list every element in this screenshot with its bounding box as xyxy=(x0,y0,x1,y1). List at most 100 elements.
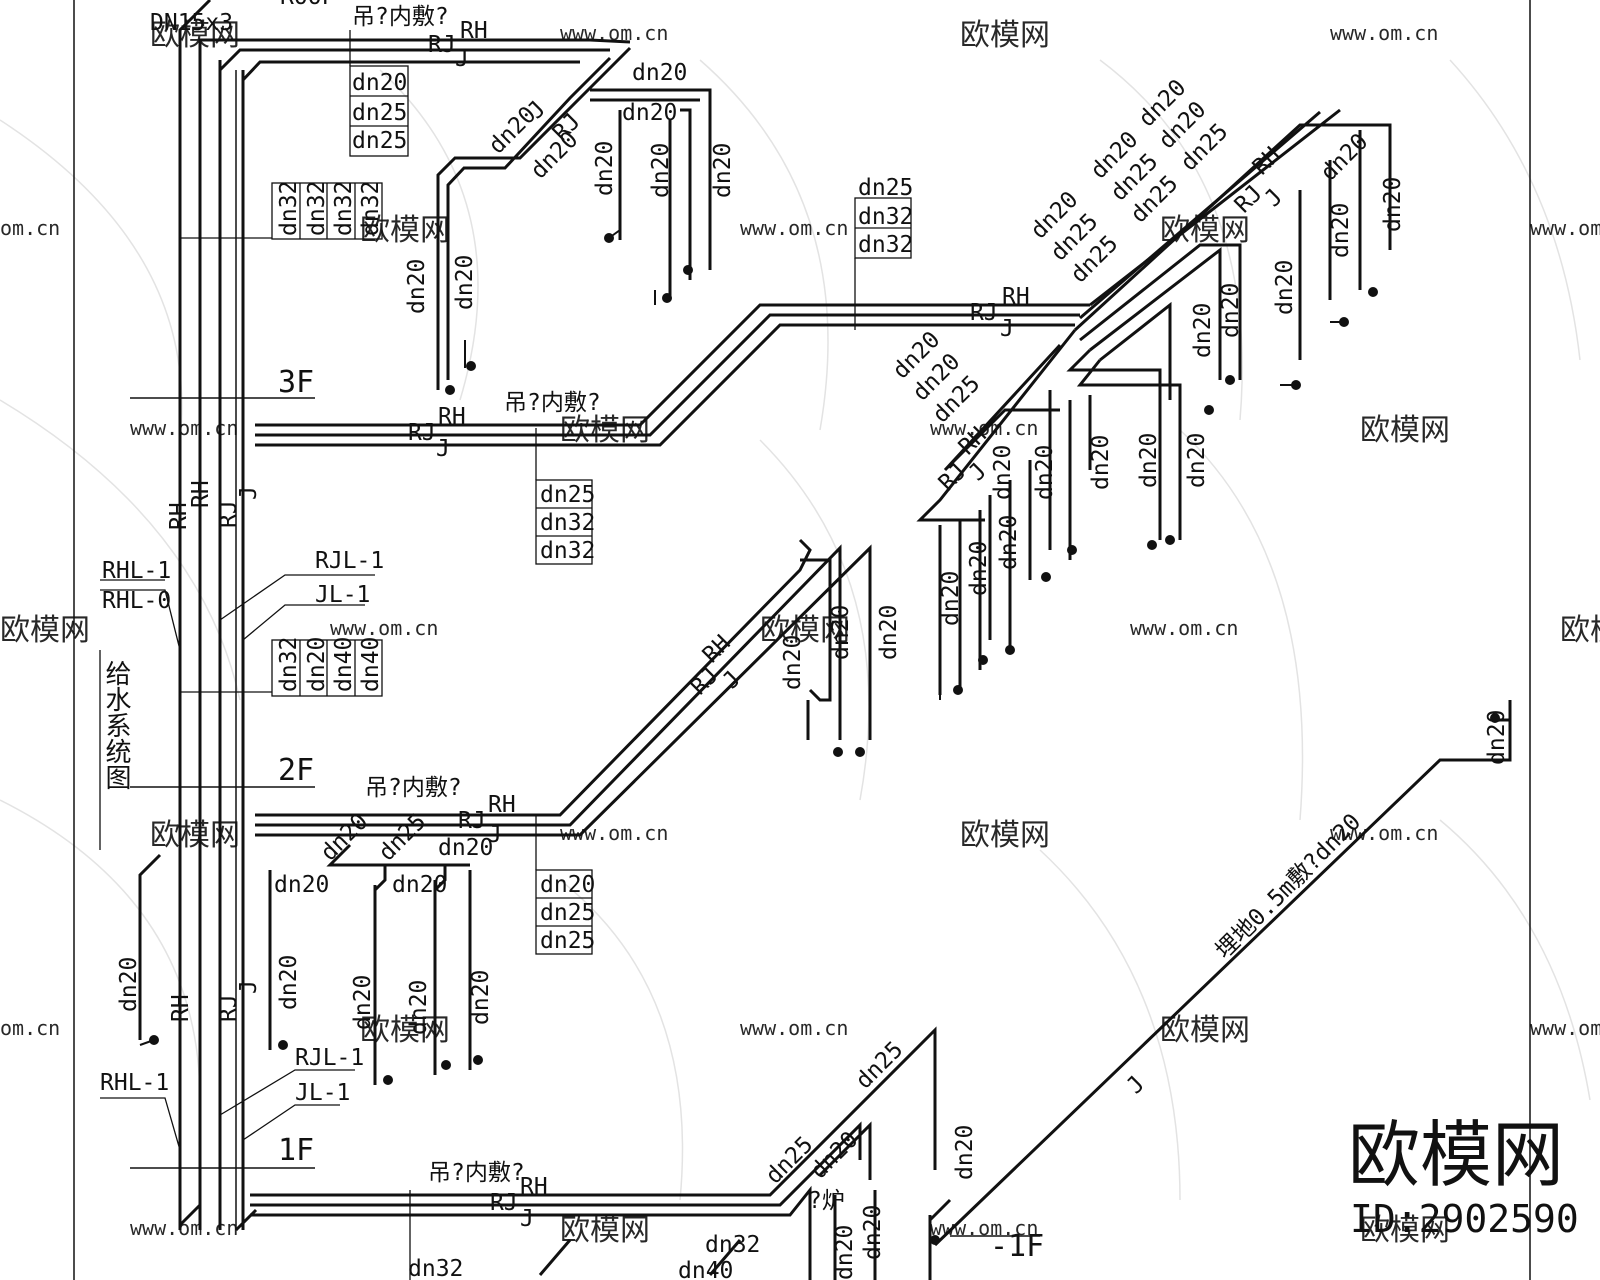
size-dn32: dn32 xyxy=(408,1256,463,1280)
size-dn20: dn20 xyxy=(304,637,330,692)
size-dn20: dn20 xyxy=(316,809,374,867)
code-j: J xyxy=(236,486,262,500)
watermark-url: www.om.cn xyxy=(560,821,668,845)
leader-lines xyxy=(99,574,375,1151)
code-j: J xyxy=(1122,1071,1150,1099)
size-dn32: dn32 xyxy=(304,181,330,236)
size-dn32: dn32 xyxy=(705,1232,760,1258)
size-dn20: dn20 xyxy=(832,1225,858,1280)
brand-stamp-id: ID:2902590 xyxy=(1350,1197,1579,1241)
size-dn32: dn32 xyxy=(358,181,384,236)
code-rj: RJ xyxy=(408,420,436,446)
code-rj: RJ xyxy=(934,458,972,496)
code-rj: RJ xyxy=(216,994,242,1022)
size-dn20: dn20 xyxy=(860,1205,886,1260)
code-j: J xyxy=(436,436,450,462)
watermark-url: www.om.cn xyxy=(130,416,238,440)
code-rh: RH xyxy=(438,404,466,430)
size-dn20: dn20 xyxy=(1328,203,1354,258)
watermark-url: www.om.cn xyxy=(740,1016,848,1040)
size-dn20: dn20 xyxy=(438,835,493,861)
3f-fixtures xyxy=(939,287,1378,700)
size-dn20: dn20 xyxy=(648,143,674,198)
code-j: J xyxy=(964,458,992,486)
size-dn25: dn25 xyxy=(352,100,407,126)
code-j: J xyxy=(520,1206,534,1232)
code-j: J xyxy=(488,822,502,848)
header-note: DN15x3 xyxy=(150,10,233,36)
code-rj: RJ xyxy=(490,1190,518,1216)
size-dn20: dn20 xyxy=(1088,435,1114,490)
size-dn25: dn25 xyxy=(352,128,407,154)
2f-branch xyxy=(138,538,872,1085)
watermark-url: www.om.cn xyxy=(330,616,438,640)
watermark-brand: 欧模网 xyxy=(360,213,450,248)
hang-note-2f: 吊?内敷? xyxy=(365,775,462,801)
size-dn32: dn32 xyxy=(276,181,302,236)
floor-b1: -1F xyxy=(990,1229,1044,1264)
floor-levels xyxy=(130,397,1040,1237)
watermark-brand: 欧模网 xyxy=(560,1213,650,1248)
size-dn20: dn20 xyxy=(828,605,854,660)
code-rj: RJ xyxy=(458,808,486,834)
size-dn20: dn20 xyxy=(966,541,992,596)
size-dn32: dn32 xyxy=(331,181,357,236)
size-dn20: dn20 xyxy=(116,957,142,1012)
watermark-url: om.cn xyxy=(0,216,60,240)
brand-stamp-name: 欧模网 xyxy=(1348,1113,1564,1197)
watermark-url: www.om.cn xyxy=(740,216,848,240)
buried-note: 埋地0.5m敷?dn20 xyxy=(1211,809,1366,964)
size-dn20: dn20 xyxy=(392,872,447,898)
watermark-brand: 欧模网 xyxy=(560,413,650,448)
size-dn20: dn20 xyxy=(806,1127,864,1185)
riser-rjl1: RJL-1 xyxy=(315,548,384,574)
riser-rjl1: RJL-1 xyxy=(295,1045,364,1071)
size-dn20: dn20 xyxy=(274,872,329,898)
code-rh: RH xyxy=(1002,284,1030,310)
code-rh: RH xyxy=(166,502,192,530)
size-dn20: dn20 xyxy=(350,975,376,1030)
main-risers xyxy=(178,0,330,1232)
watermark-url: www.om.cn xyxy=(1130,616,1238,640)
heater-note: ?炉 xyxy=(808,1188,845,1214)
watermark-brand: 欧模网 xyxy=(1160,1013,1250,1048)
size-dn25: dn25 xyxy=(540,928,595,954)
floor-3f: 3F xyxy=(278,365,314,400)
code-j: J xyxy=(718,666,746,694)
floor-2f: 2F xyxy=(278,753,314,788)
brand-stamp: 欧模网 ID:2902590 xyxy=(1348,1113,1579,1241)
watermark-url: www.om.cn xyxy=(1330,821,1438,845)
code-j: J xyxy=(455,46,469,72)
code-rh: RH xyxy=(460,18,488,44)
size-dn20: dn20 xyxy=(990,445,1016,500)
diagram-title: 给水系统图 xyxy=(101,660,131,790)
floor-1f: 1F xyxy=(278,1133,314,1168)
size-dn25: dn25 xyxy=(540,482,595,508)
3f-branch xyxy=(255,108,1392,695)
size-dn25: dn25 xyxy=(858,175,913,201)
size-dn32: dn32 xyxy=(858,232,913,258)
watermark-brand: 欧模网 xyxy=(150,18,240,53)
watermark-brand: 欧模网 xyxy=(1560,613,1600,648)
size-dn20: dn20 xyxy=(1272,260,1298,315)
1f-branch xyxy=(250,1026,952,1280)
size-dn20: dn20 xyxy=(452,255,478,310)
watermark-brand: 欧模网 xyxy=(1160,213,1250,248)
size-dn20: dn20 xyxy=(1032,445,1058,500)
riser-rhl0: RHL-0 xyxy=(102,588,171,614)
size-dn20: dn20 xyxy=(404,259,430,314)
riser-jl1: JL-1 xyxy=(295,1080,350,1106)
size-dn25: dn25 xyxy=(374,809,432,867)
riser-rhl1: RHL-1 xyxy=(100,1070,169,1096)
size-dn20: dn20 xyxy=(622,100,677,126)
size-dn20: dn20 xyxy=(1184,433,1210,488)
size-dn20: dn20 xyxy=(632,60,687,86)
size-dn20: dn20 xyxy=(1136,433,1162,488)
size-dn40: dn40 xyxy=(331,637,357,692)
riser-rhl1: RHL-1 xyxy=(102,558,171,584)
size-dn20: dn20 xyxy=(876,605,902,660)
size-dn32: dn32 xyxy=(540,538,595,564)
code-rh: RH xyxy=(520,1174,548,1200)
bottom-outflows xyxy=(538,1239,742,1276)
